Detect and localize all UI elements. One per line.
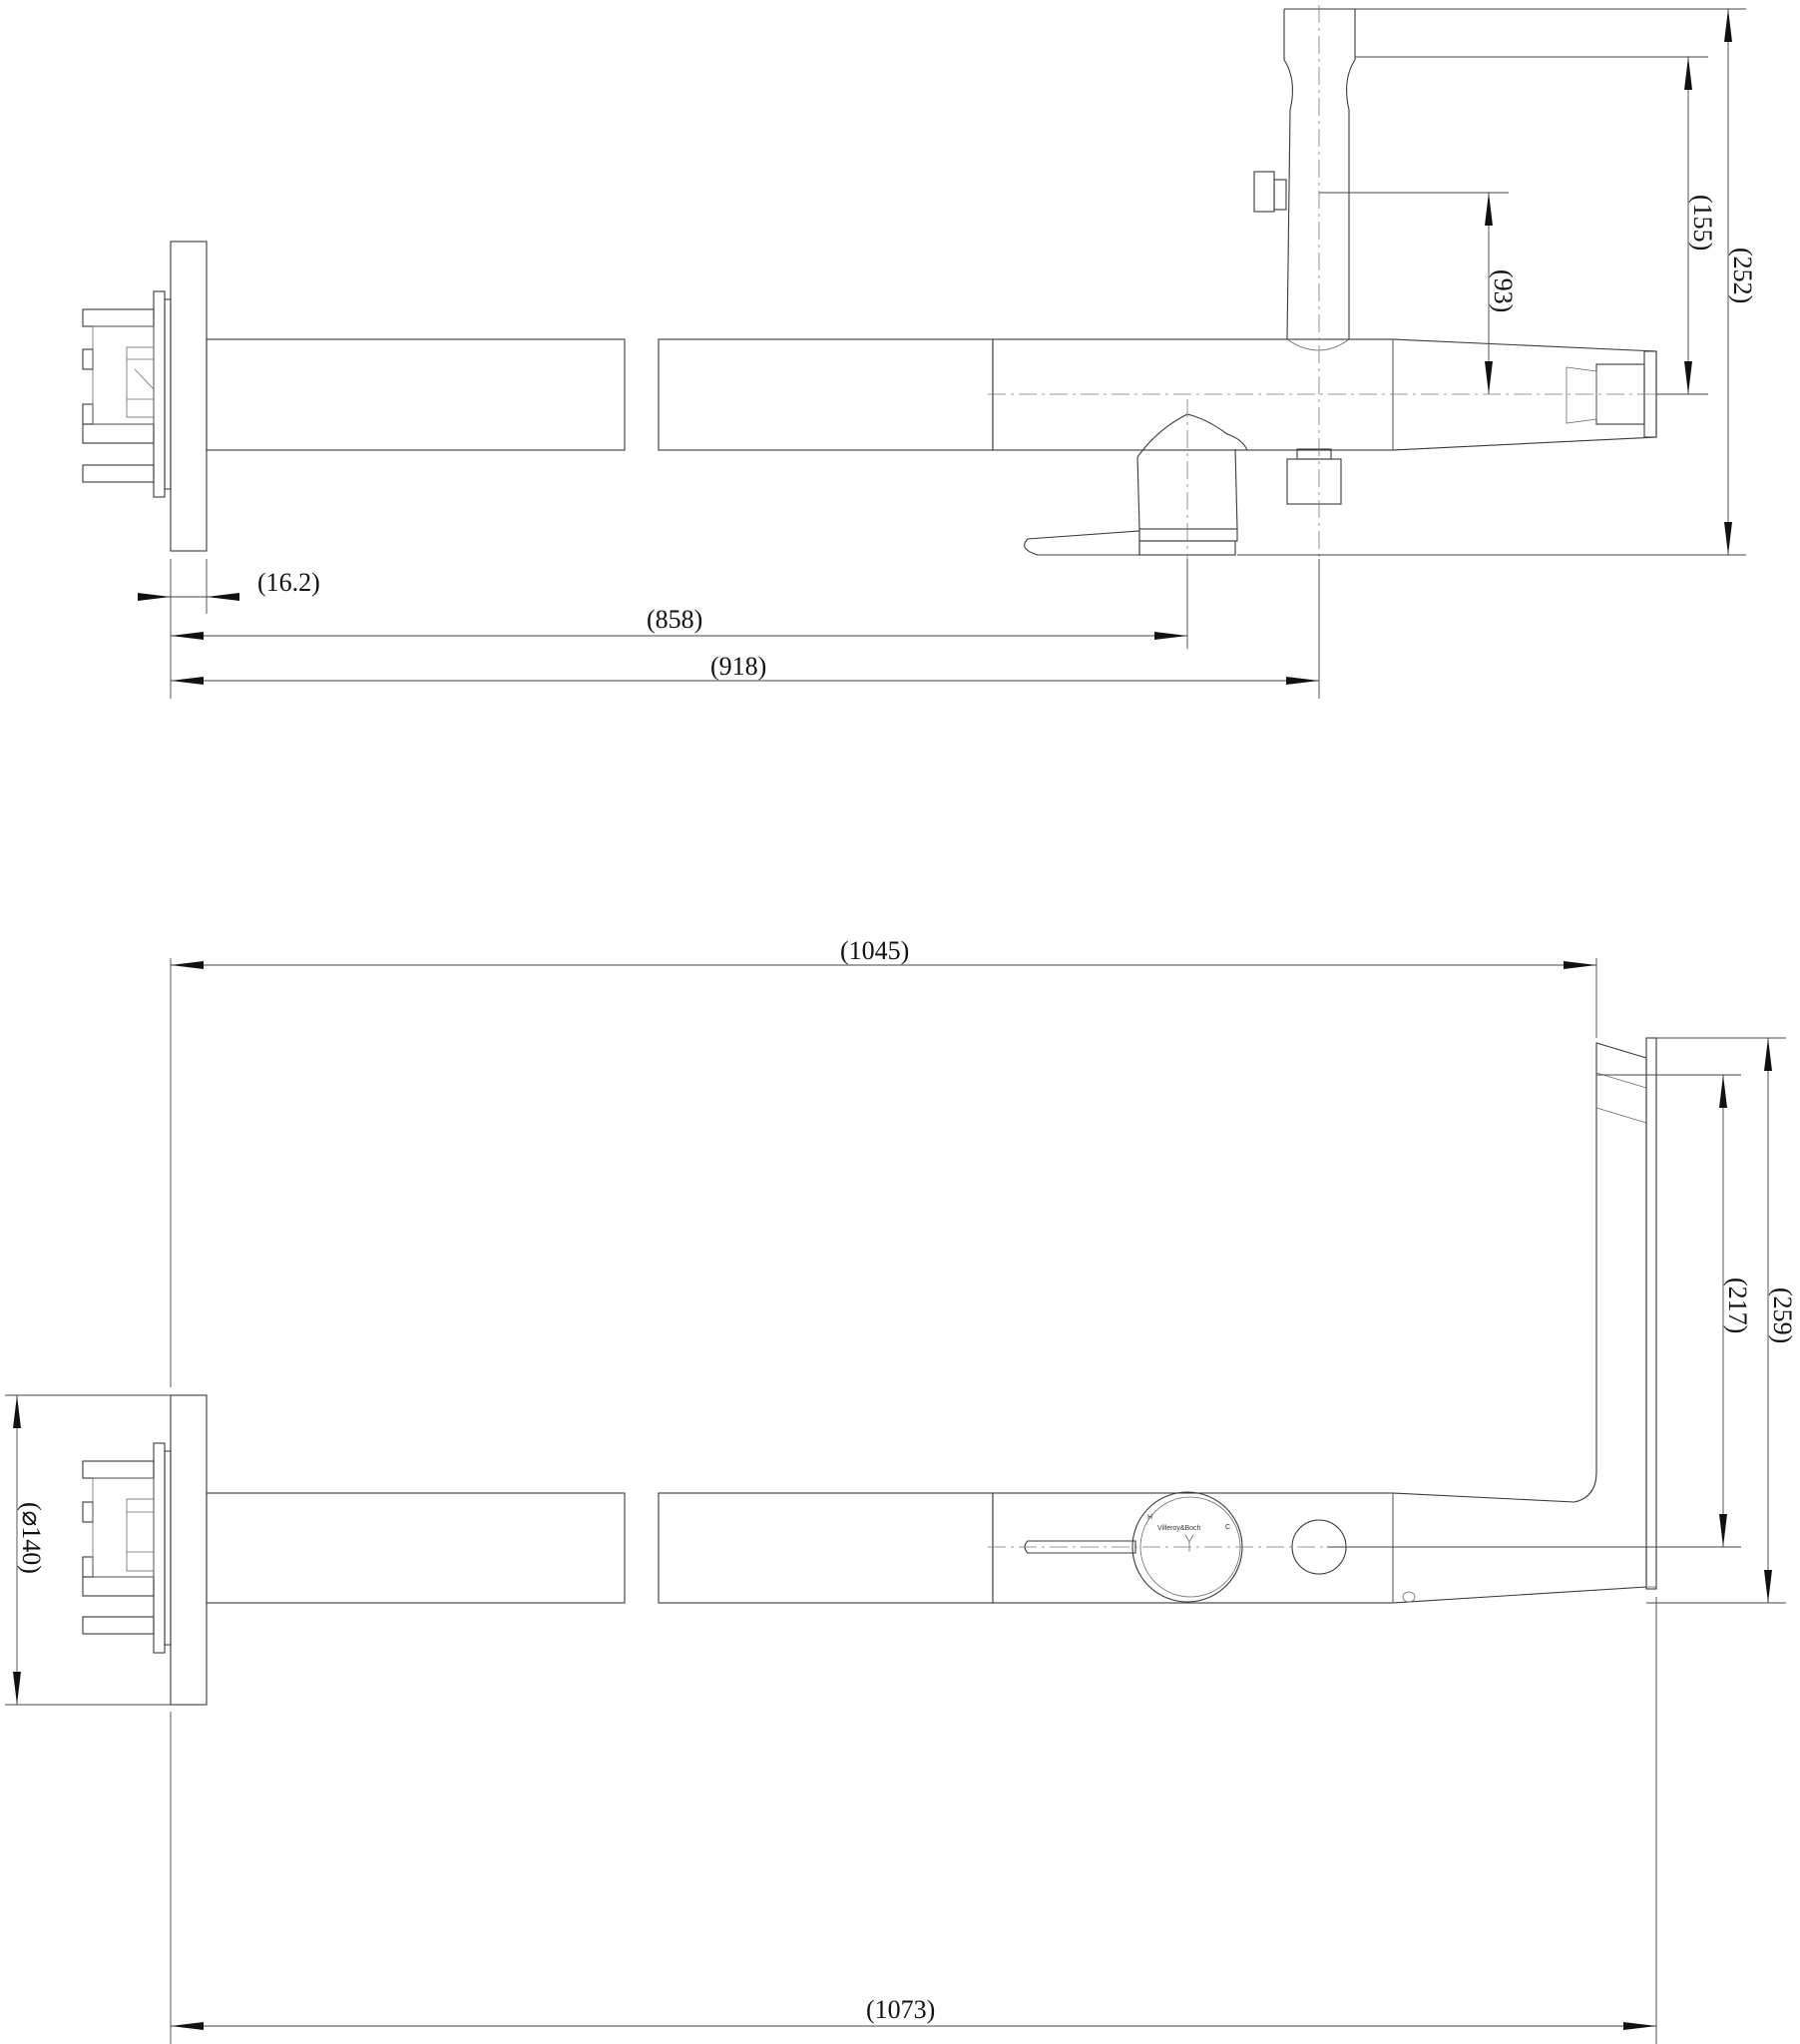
mounting-body-bottom: [82, 1442, 172, 1654]
bar-section-1-bottom: [206, 1492, 626, 1604]
side-view-dimensions: (16.2) (858) (918) (93) (155) (252): [138, 8, 1757, 699]
bar-section-3-top: [992, 338, 1394, 451]
dial-cold-label: C: [1225, 1524, 1230, 1531]
bar-section-2-bottom: [658, 1492, 994, 1604]
bar-section-2-top: [658, 338, 994, 451]
mixer-handle-top: [1024, 413, 1342, 556]
mounting-body-top: [82, 290, 172, 498]
bar-section-3-bottom: [992, 1492, 1394, 1604]
mixer-lever-bottom: [1024, 1540, 1136, 1554]
dim-155: (155): [1688, 195, 1717, 251]
plan-view: H C Villeroy&Boch: [82, 1037, 1696, 1706]
riser-top: [1253, 8, 1356, 351]
dim-140: (⌀140): [17, 1502, 46, 1574]
spout-taper-top: [1392, 338, 1657, 451]
side-view: [82, 5, 1696, 559]
dial-hot-label: H: [1147, 1514, 1152, 1521]
dial-brand-label: Villeroy&Boch: [1157, 1525, 1201, 1532]
dim-858: (858): [647, 605, 702, 634]
dim-1045: (1045): [840, 936, 909, 965]
dim-918: (918): [710, 652, 766, 681]
dim-252: (252): [1728, 248, 1757, 303]
dim-16-2: (16.2): [257, 568, 320, 597]
dim-1073: (1073): [866, 1995, 935, 2024]
plan-view-dimensions: (1045) (217) (259) (⌀140) (1073): [5, 936, 1797, 2044]
dim-217: (217): [1723, 1278, 1752, 1333]
bar-section-1-top: [206, 338, 626, 451]
wall-flange-bottom: [170, 1394, 208, 1706]
dim-93: (93): [1489, 269, 1518, 312]
spout-arm-bottom: [1392, 1037, 1657, 1604]
dim-259: (259): [1768, 1287, 1797, 1343]
wall-flange-top: [170, 241, 208, 552]
